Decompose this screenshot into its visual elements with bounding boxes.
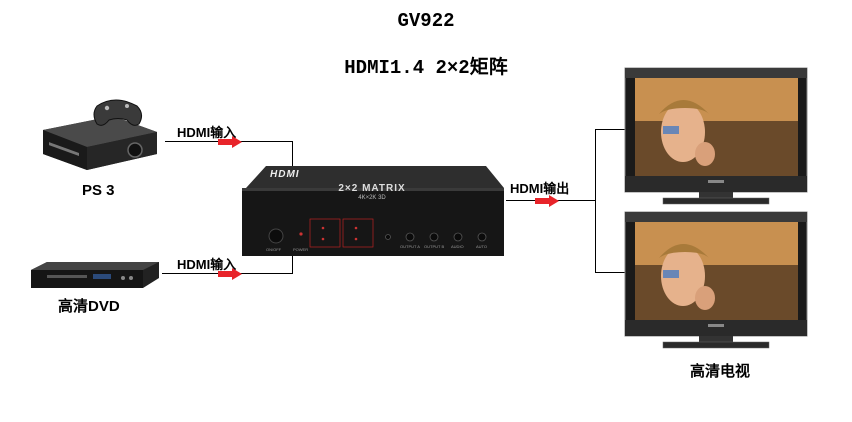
tv-label: 高清电视 <box>690 363 751 380</box>
dvd-label: 高清DVD <box>58 298 120 315</box>
input-line-1-v <box>292 141 293 166</box>
input-label-1: HDMI输入 <box>177 125 237 140</box>
tv-1-image <box>623 66 809 206</box>
dvd-player-image <box>27 260 162 292</box>
ps3-console-image <box>35 92 165 177</box>
panel-label-onoff: ON/OFF <box>266 247 282 252</box>
panel-label-power: POWER <box>293 247 309 252</box>
matrix-model-text: 2×2 MATRIX <box>338 183 406 194</box>
diagram-subtitle: HDMI1.4 2×2矩阵 <box>344 57 508 79</box>
panel-label-audio: AUDIO <box>451 244 464 249</box>
tv-2-image <box>623 210 809 350</box>
output-line-tv1 <box>595 129 625 130</box>
panel-label-output-b: OUTPUT B <box>424 244 445 249</box>
ps3-label: PS 3 <box>82 182 115 199</box>
input-label-2: HDMI输入 <box>177 257 237 272</box>
matrix-brand: HDMI <box>270 169 300 180</box>
input-line-2-v <box>292 256 293 274</box>
panel-label-auto: AUTO <box>476 244 488 249</box>
hdmi-matrix-device: HDMI 2×2 MATRIX 4K×2K 3D ON/OFF POWER OU… <box>238 164 506 260</box>
input-arrow-1 <box>218 136 242 148</box>
output-label: HDMI输出 <box>510 181 570 196</box>
diagram-title: GV922 <box>397 10 455 32</box>
input-arrow-2 <box>218 268 242 280</box>
output-line-tv2 <box>595 272 625 273</box>
output-split-line <box>595 129 596 273</box>
matrix-sub-text: 4K×2K 3D <box>358 195 386 201</box>
panel-label-output-a: OUTPUT A <box>400 244 420 249</box>
output-arrow <box>535 195 559 207</box>
